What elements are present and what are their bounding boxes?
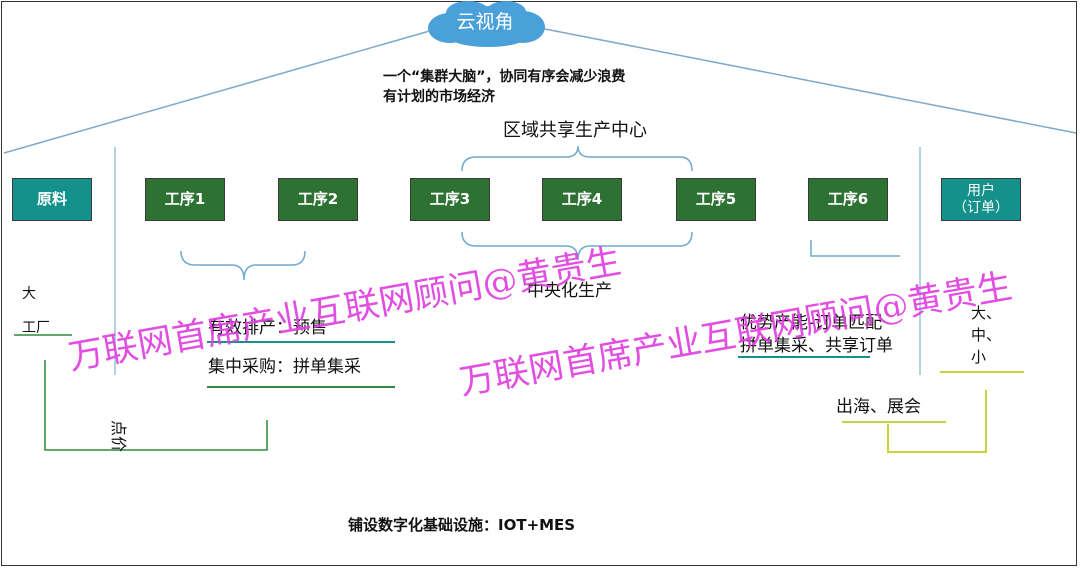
process4-label: 工序4 [561,189,603,208]
process3-label: 工序3 [429,189,471,208]
order-label: （订单） [953,199,1009,216]
regional-center-brace [461,145,693,172]
infrastructure-label: 铺设数字化基础设施：IOT+MES [348,516,576,534]
factory-label: 工厂 [22,320,50,336]
process4-box: 工序4 [542,178,622,221]
process5-box: 工序5 [676,178,756,221]
centralized-purchasing-label: 集中采购：拼单集采 [208,357,361,377]
cloud-shape [428,1,545,47]
process5-label: 工序5 [695,189,737,208]
overseas-bracket [887,390,987,453]
effective-scheduling-label: 有效排产：预售 [208,318,327,338]
shared-orders-label: 拼单集采、共享订单 [740,336,893,356]
cluster-brain-note: 一个“集群大脑”，协同有序会减少浪费 [383,69,626,85]
process2-label: 工序2 [297,189,339,208]
raw-material-box: 原料 [12,178,92,221]
planned-economy-note: 有计划的市场经济 [383,89,495,105]
process6-box: 工序6 [808,178,888,221]
overseas-exhibition-label: 出海、展会 [836,397,921,417]
process1-box: 工序1 [145,178,225,221]
regional-center-label: 区域共享生产中心 [503,120,647,141]
raw-material-label: 原料 [36,189,67,208]
size-large-label: 大、 [971,304,1002,322]
roof-right-line [539,27,1077,134]
central-production-label: 中央化生产 [527,281,612,301]
spot-price-label: 点价 [109,420,128,453]
size-medium-label: 中、 [971,326,1002,344]
spot-price-bracket [44,360,268,451]
advantage-capacity-label: 优势产能-订单匹配 [740,313,883,333]
big-label: 大 [22,286,36,302]
user-label: 用户 [967,183,995,200]
process6-label: 工序6 [827,189,869,208]
size-small-label: 小 [971,348,987,366]
process3-box: 工序3 [410,178,490,221]
process1-label: 工序1 [164,189,206,208]
process12-brace [180,250,306,281]
user-order-box: 用户 （订单） [941,178,1021,221]
process2-box: 工序2 [278,178,358,221]
cloud-view-label: 云视角 [456,11,514,33]
roof-left-line [3,27,441,154]
process35-brace [461,231,693,261]
process6-bracket [810,240,900,257]
